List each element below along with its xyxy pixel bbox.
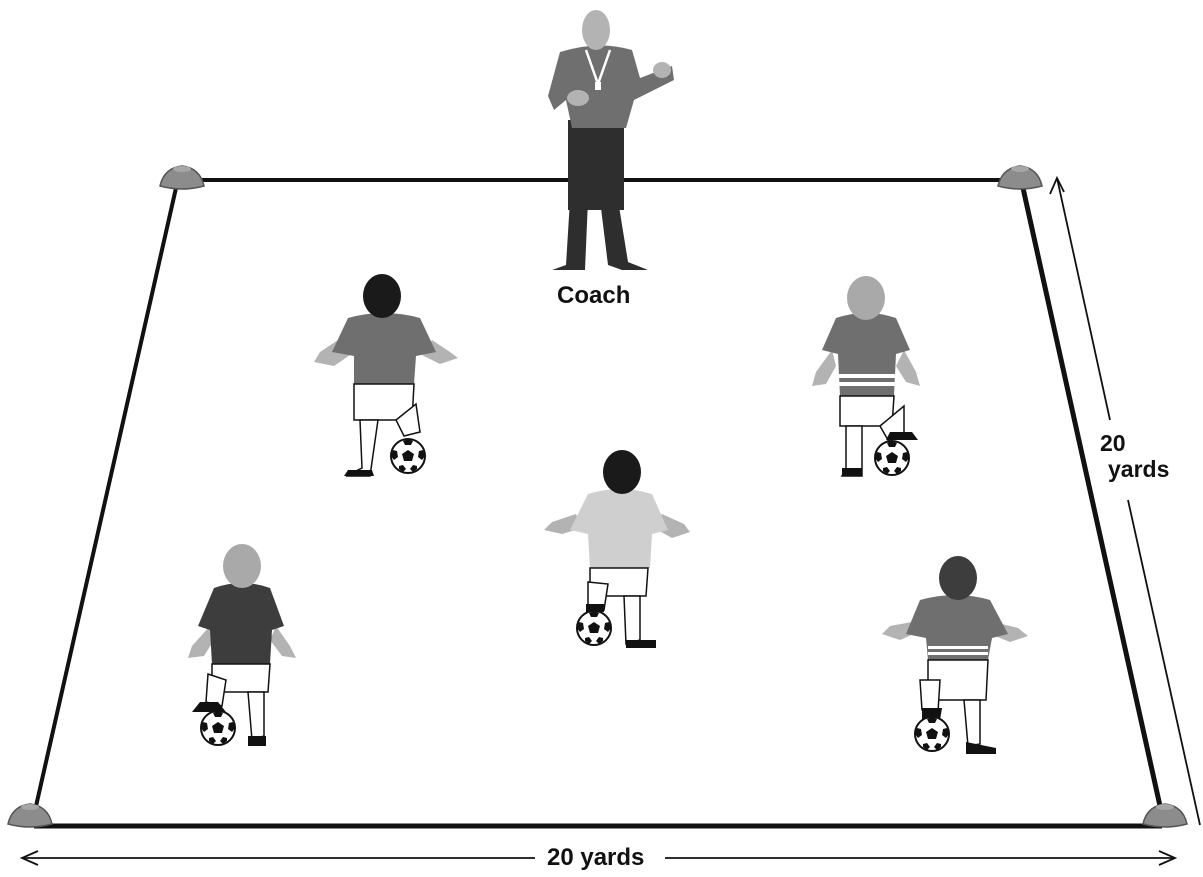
cone-icon	[1142, 803, 1188, 828]
side-length-unit: yards	[1108, 456, 1170, 482]
soccer-ball-icon	[576, 610, 612, 646]
coach-label: Coach	[557, 282, 631, 309]
cone-icon	[7, 803, 53, 828]
bottom-dimension-arrow	[19, 850, 1178, 866]
cone-icon	[997, 165, 1043, 190]
coach-figure	[548, 10, 674, 270]
bottom-length-label: 20 yards	[543, 846, 649, 870]
player-figure	[812, 276, 920, 477]
player-figure	[882, 556, 1028, 754]
soccer-ball-icon	[914, 716, 950, 752]
soccer-ball-icon	[390, 438, 426, 474]
player-figure	[188, 544, 296, 746]
side-length-value: 20	[1100, 430, 1126, 456]
cone-icon	[159, 165, 205, 190]
player-figure	[314, 274, 458, 477]
soccer-ball-icon	[200, 710, 236, 746]
player-figure	[544, 450, 690, 648]
side-dimension-arrow	[1049, 175, 1201, 826]
soccer-ball-icon	[874, 440, 910, 476]
